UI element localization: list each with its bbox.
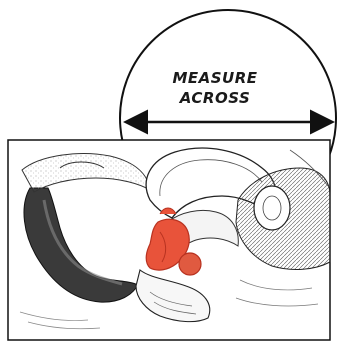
bladder-ring	[254, 186, 290, 230]
measure-label-line1: MEASURE	[150, 68, 280, 88]
ovary	[179, 253, 201, 275]
measure-across-label: MEASURE ACROSS	[150, 68, 280, 108]
measure-label-line2: ACROSS	[150, 88, 280, 108]
